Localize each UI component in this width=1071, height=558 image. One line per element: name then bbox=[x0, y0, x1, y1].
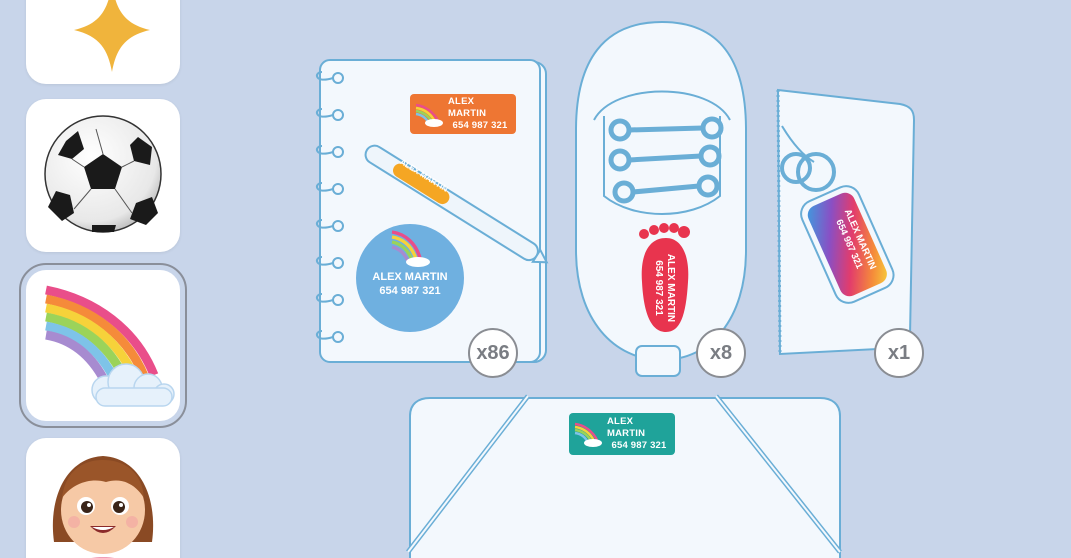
shoe-count-badge: x8 bbox=[696, 328, 746, 378]
keychain-product bbox=[774, 86, 920, 358]
label-phone: 654 987 321 bbox=[379, 285, 441, 297]
notebook-count-badge: x86 bbox=[468, 328, 518, 378]
label-name: ALEX MARTIN bbox=[665, 253, 676, 323]
shoe-foot-label: ALEX MARTIN 654 987 321 bbox=[652, 238, 676, 338]
sidebar-item-soccer-ball[interactable] bbox=[26, 99, 180, 252]
keychain-count-badge: x1 bbox=[874, 328, 924, 378]
rainbow-icon bbox=[45, 285, 175, 407]
rainbow-icon bbox=[415, 103, 443, 127]
girl-avatar-icon bbox=[52, 456, 154, 558]
star-icon bbox=[74, 0, 150, 72]
sidebar-item-star[interactable] bbox=[26, 0, 180, 84]
label-phone: 654 987 321 bbox=[611, 440, 667, 451]
label-phone: 654 987 321 bbox=[653, 260, 664, 316]
sidebar-item-rainbow[interactable] bbox=[19, 263, 187, 428]
label-name: ALEX MARTIN bbox=[372, 271, 448, 283]
notebook-product bbox=[310, 58, 560, 368]
sidebar-item-girl-avatar[interactable] bbox=[26, 438, 180, 558]
shoe-product bbox=[574, 20, 750, 378]
label-name: ALEX MARTIN bbox=[448, 96, 487, 119]
soccer-ball-icon bbox=[44, 115, 162, 233]
rainbow-icon bbox=[391, 230, 430, 267]
notebook-circle-label: ALEX MARTIN 654 987 321 bbox=[356, 226, 464, 326]
label-name: ALEX MARTIN bbox=[607, 416, 646, 439]
bag-product bbox=[404, 392, 844, 558]
rainbow-icon bbox=[574, 422, 602, 447]
notebook-rect-label: ALEX MARTIN 654 987 321 bbox=[410, 94, 516, 134]
label-phone: 654 987 321 bbox=[452, 120, 508, 131]
bag-rect-label: ALEX MARTIN 654 987 321 bbox=[569, 413, 675, 455]
